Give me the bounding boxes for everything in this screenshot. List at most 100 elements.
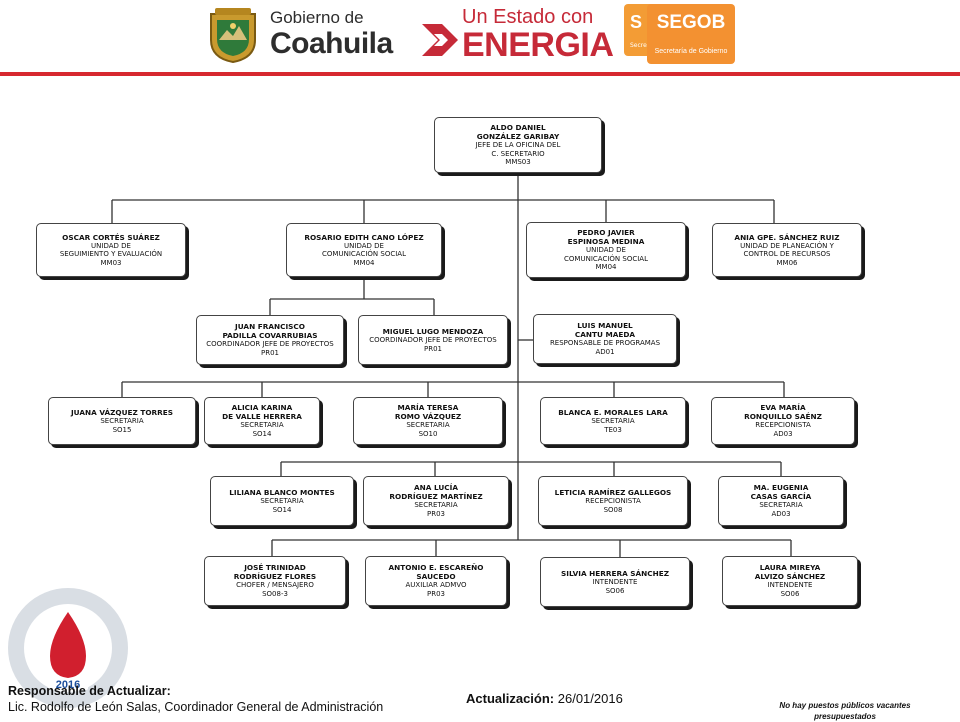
gobierno-line1: Gobierno de — [270, 8, 364, 27]
org-box-role: SECRETARIA — [759, 501, 803, 510]
org-box-role: INTENDENTE — [767, 581, 813, 590]
org-box-role: SECRETARIA — [414, 501, 458, 510]
org-box-name: SILVIA HERRERA SÁNCHEZ — [560, 568, 670, 578]
org-box-name: JOSÉ TRINIDAD RODRÍGUEZ FLORES — [233, 563, 317, 582]
org-box-name: PEDRO JAVIER ESPINOSA MEDINA — [567, 228, 645, 247]
org-box-name: MARÍA TERESA ROMO VÁZQUEZ — [394, 403, 462, 422]
org-box-eva: EVA MARÍA RONQUILLO SAÉNZ RECEPCIONISTA … — [711, 397, 855, 445]
org-box-role: UNIDAD DE SEGUIMIENTO Y EVALUACIÓN — [59, 241, 163, 259]
seal-year: 2016 — [56, 679, 80, 691]
org-box-code: SO08 — [603, 505, 623, 514]
org-box-ania: ANIA GPE. SÁNCHEZ RUIZ UNIDAD DE PLANEAC… — [712, 223, 862, 277]
un-estado-con-energia-logo: Un Estado con ENERGIA — [462, 6, 614, 64]
segob-title: SEGOB — [656, 12, 726, 33]
diabetes-2016-seal-icon: 2016 — [8, 588, 128, 708]
org-box-role: UNIDAD DE COMUNICACIÓN SOCIAL — [564, 246, 648, 263]
org-box-role: COORDINADOR JEFE DE PROYECTOS — [369, 335, 497, 344]
org-box-code: MM04 — [353, 258, 375, 267]
org-box-code: SO10 — [418, 430, 438, 438]
org-box-name: LUIS MANUEL CANTU MAEDA — [574, 321, 636, 340]
org-box-name: JUAN FRANCISCO PADILLA COVARRUBIAS — [222, 322, 318, 341]
org-box-role: UNIDAD DE COMUNICACIÓN SOCIAL — [322, 241, 406, 259]
responsible-name: Lic. Rodolfo de León Salas, Coordinador … — [8, 700, 384, 714]
org-box-leticia: LETICIA RAMÍREZ GALLEGOS RECEPCIONISTA S… — [538, 476, 688, 526]
vacancies-note: No hay puestos públicos vacantes presupu… — [779, 701, 911, 721]
page-header: Gobierno de Coahuila Un Estado con ENERG… — [0, 0, 960, 74]
org-box-code: AD01 — [595, 348, 615, 356]
org-box-pedro: PEDRO JAVIER ESPINOSA MEDINA UNIDAD DE C… — [526, 222, 686, 278]
org-box-role: CHOFER / MENSAJERO — [236, 581, 314, 590]
org-box-role: JEFE DE LA OFICINA DEL C. SECRETARIO — [475, 141, 561, 158]
org-box-name: MA. EUGENIA CASAS GARCÍA — [750, 483, 812, 502]
org-box-name: LILIANA BLANCO MONTES — [229, 487, 335, 497]
org-box-oscar: OSCAR CORTÉS SUÁREZ UNIDAD DE SEGUIMIENT… — [36, 223, 186, 277]
org-box-code: SO15 — [112, 425, 132, 434]
update-date: 26/01/2016 — [557, 691, 623, 706]
org-box-blanca: BLANCA E. MORALES LARA SECRETARIA TE03 — [540, 397, 686, 445]
gobierno-line2: Coahuila — [270, 27, 393, 60]
estado-line2: ENERGIA — [462, 26, 614, 64]
org-box-laura: LAURA MIREYA ALVIZO SÁNCHEZ INTENDENTE S… — [722, 556, 858, 606]
org-box-name: ROSARIO EDITH CANO LÓPEZ — [304, 232, 424, 242]
org-box-name: ANIA GPE. SÁNCHEZ RUIZ — [734, 232, 840, 242]
segob-logo: SEGOB Secretaría de Gobierno — [647, 4, 735, 64]
org-box-code: AD03 — [773, 430, 793, 438]
responsible-label: Responsable de Actualizar: — [8, 684, 171, 698]
org-box-name: ANTONIO E. ESCAREÑO SAUCEDO — [388, 563, 484, 582]
org-box-head: ALDO DANIEL GONZÁLEZ GARIBAY JEFE DE LA … — [434, 117, 602, 173]
coahuila-crest-icon — [210, 8, 256, 64]
org-box-antonio: ANTONIO E. ESCAREÑO SAUCEDO AUXILIAR ADM… — [365, 556, 507, 606]
org-box-juan-francisco: JUAN FRANCISCO PADILLA COVARRUBIAS COORD… — [196, 315, 344, 365]
org-box-luis: LUIS MANUEL CANTU MAEDA RESPONSABLE DE P… — [533, 314, 677, 364]
org-box-maria-teresa: MARÍA TERESA ROMO VÁZQUEZ SECRETARIA SO1… — [353, 397, 503, 445]
org-box-role: SECRETARIA — [100, 416, 144, 425]
update-label: Actualización: — [466, 691, 555, 706]
org-box-code: SO06 — [605, 586, 625, 595]
org-box-ana-lucia: ANA LUCÍA RODRÍGUEZ MARTÍNEZ SECRETARIA … — [363, 476, 509, 526]
org-box-name: ALICIA KARINA DE VALLE HERRERA — [222, 403, 302, 422]
org-box-code: MM04 — [595, 263, 617, 272]
org-box-ma-eugenia: MA. EUGENIA CASAS GARCÍA SECRETARIA AD03 — [718, 476, 844, 526]
org-box-role: SECRETARIA — [406, 421, 450, 430]
org-box-code: SO08-3 — [262, 590, 288, 598]
org-box-name: ALDO DANIEL GONZÁLEZ GARIBAY — [476, 123, 560, 142]
org-box-code: SO14 — [272, 505, 292, 514]
org-box-role: SECRETARIA — [240, 421, 284, 430]
org-box-role: INTENDENTE — [592, 577, 638, 586]
org-box-name: LAURA MIREYA ALVIZO SÁNCHEZ — [754, 563, 826, 582]
update-info: Actualización: 26/01/2016 — [466, 691, 623, 706]
org-box-role: SECRETARIA — [260, 496, 304, 505]
org-box-role: UNIDAD DE PLANEACIÓN Y CONTROL DE RECURS… — [740, 241, 834, 259]
org-box-name: OSCAR CORTÉS SUÁREZ — [62, 232, 160, 242]
org-box-juana: JUANA VÁZQUEZ TORRES SECRETARIA SO15 — [48, 397, 196, 445]
org-box-liliana: LILIANA BLANCO MONTES SECRETARIA SO14 — [210, 476, 354, 526]
org-box-code: MM03 — [100, 258, 122, 267]
org-box-name: LETICIA RAMÍREZ GALLEGOS — [554, 487, 672, 497]
gobierno-coahuila-logo: Gobierno de Coahuila — [270, 8, 393, 60]
org-box-code: PR03 — [427, 590, 445, 598]
org-box-role: AUXILIAR ADMVO — [405, 581, 467, 590]
segob-back-letter: S — [630, 12, 643, 32]
org-box-rosario: ROSARIO EDITH CANO LÓPEZ UNIDAD DE COMUN… — [286, 223, 442, 277]
org-box-jose: JOSÉ TRINIDAD RODRÍGUEZ FLORES CHOFER / … — [204, 556, 346, 606]
footer-responsible: Responsable de Actualizar: Lic. Rodolfo … — [8, 684, 383, 715]
org-box-role: COORDINADOR JEFE DE PROYECTOS — [206, 340, 334, 349]
segob-subtitle: Secretaría de Gobierno — [654, 48, 728, 55]
header-divider — [0, 72, 960, 76]
org-box-code: PR03 — [427, 510, 445, 518]
estado-line1: Un Estado con — [462, 6, 594, 28]
org-box-code: SO14 — [252, 430, 272, 438]
org-box-name: MIGUEL LUGO MENDOZA — [382, 326, 484, 336]
segob-back-sub: Secret — [630, 42, 650, 49]
org-box-name: BLANCA E. MORALES LARA — [558, 407, 668, 417]
org-box-miguel: MIGUEL LUGO MENDOZA COORDINADOR JEFE DE … — [358, 315, 508, 365]
org-box-name: EVA MARÍA RONQUILLO SAÉNZ — [744, 403, 822, 422]
org-box-code: PR01 — [261, 349, 279, 357]
org-box-name: JUANA VÁZQUEZ TORRES — [70, 407, 174, 417]
org-box-code: MMS03 — [505, 158, 531, 167]
org-box-silvia: SILVIA HERRERA SÁNCHEZ INTENDENTE SO06 — [540, 557, 690, 607]
org-box-code: TE03 — [604, 425, 622, 434]
org-box-code: SO06 — [780, 590, 800, 598]
org-box-role: SECRETARIA — [591, 416, 635, 425]
org-box-name: ANA LUCÍA RODRÍGUEZ MARTÍNEZ — [389, 483, 483, 502]
